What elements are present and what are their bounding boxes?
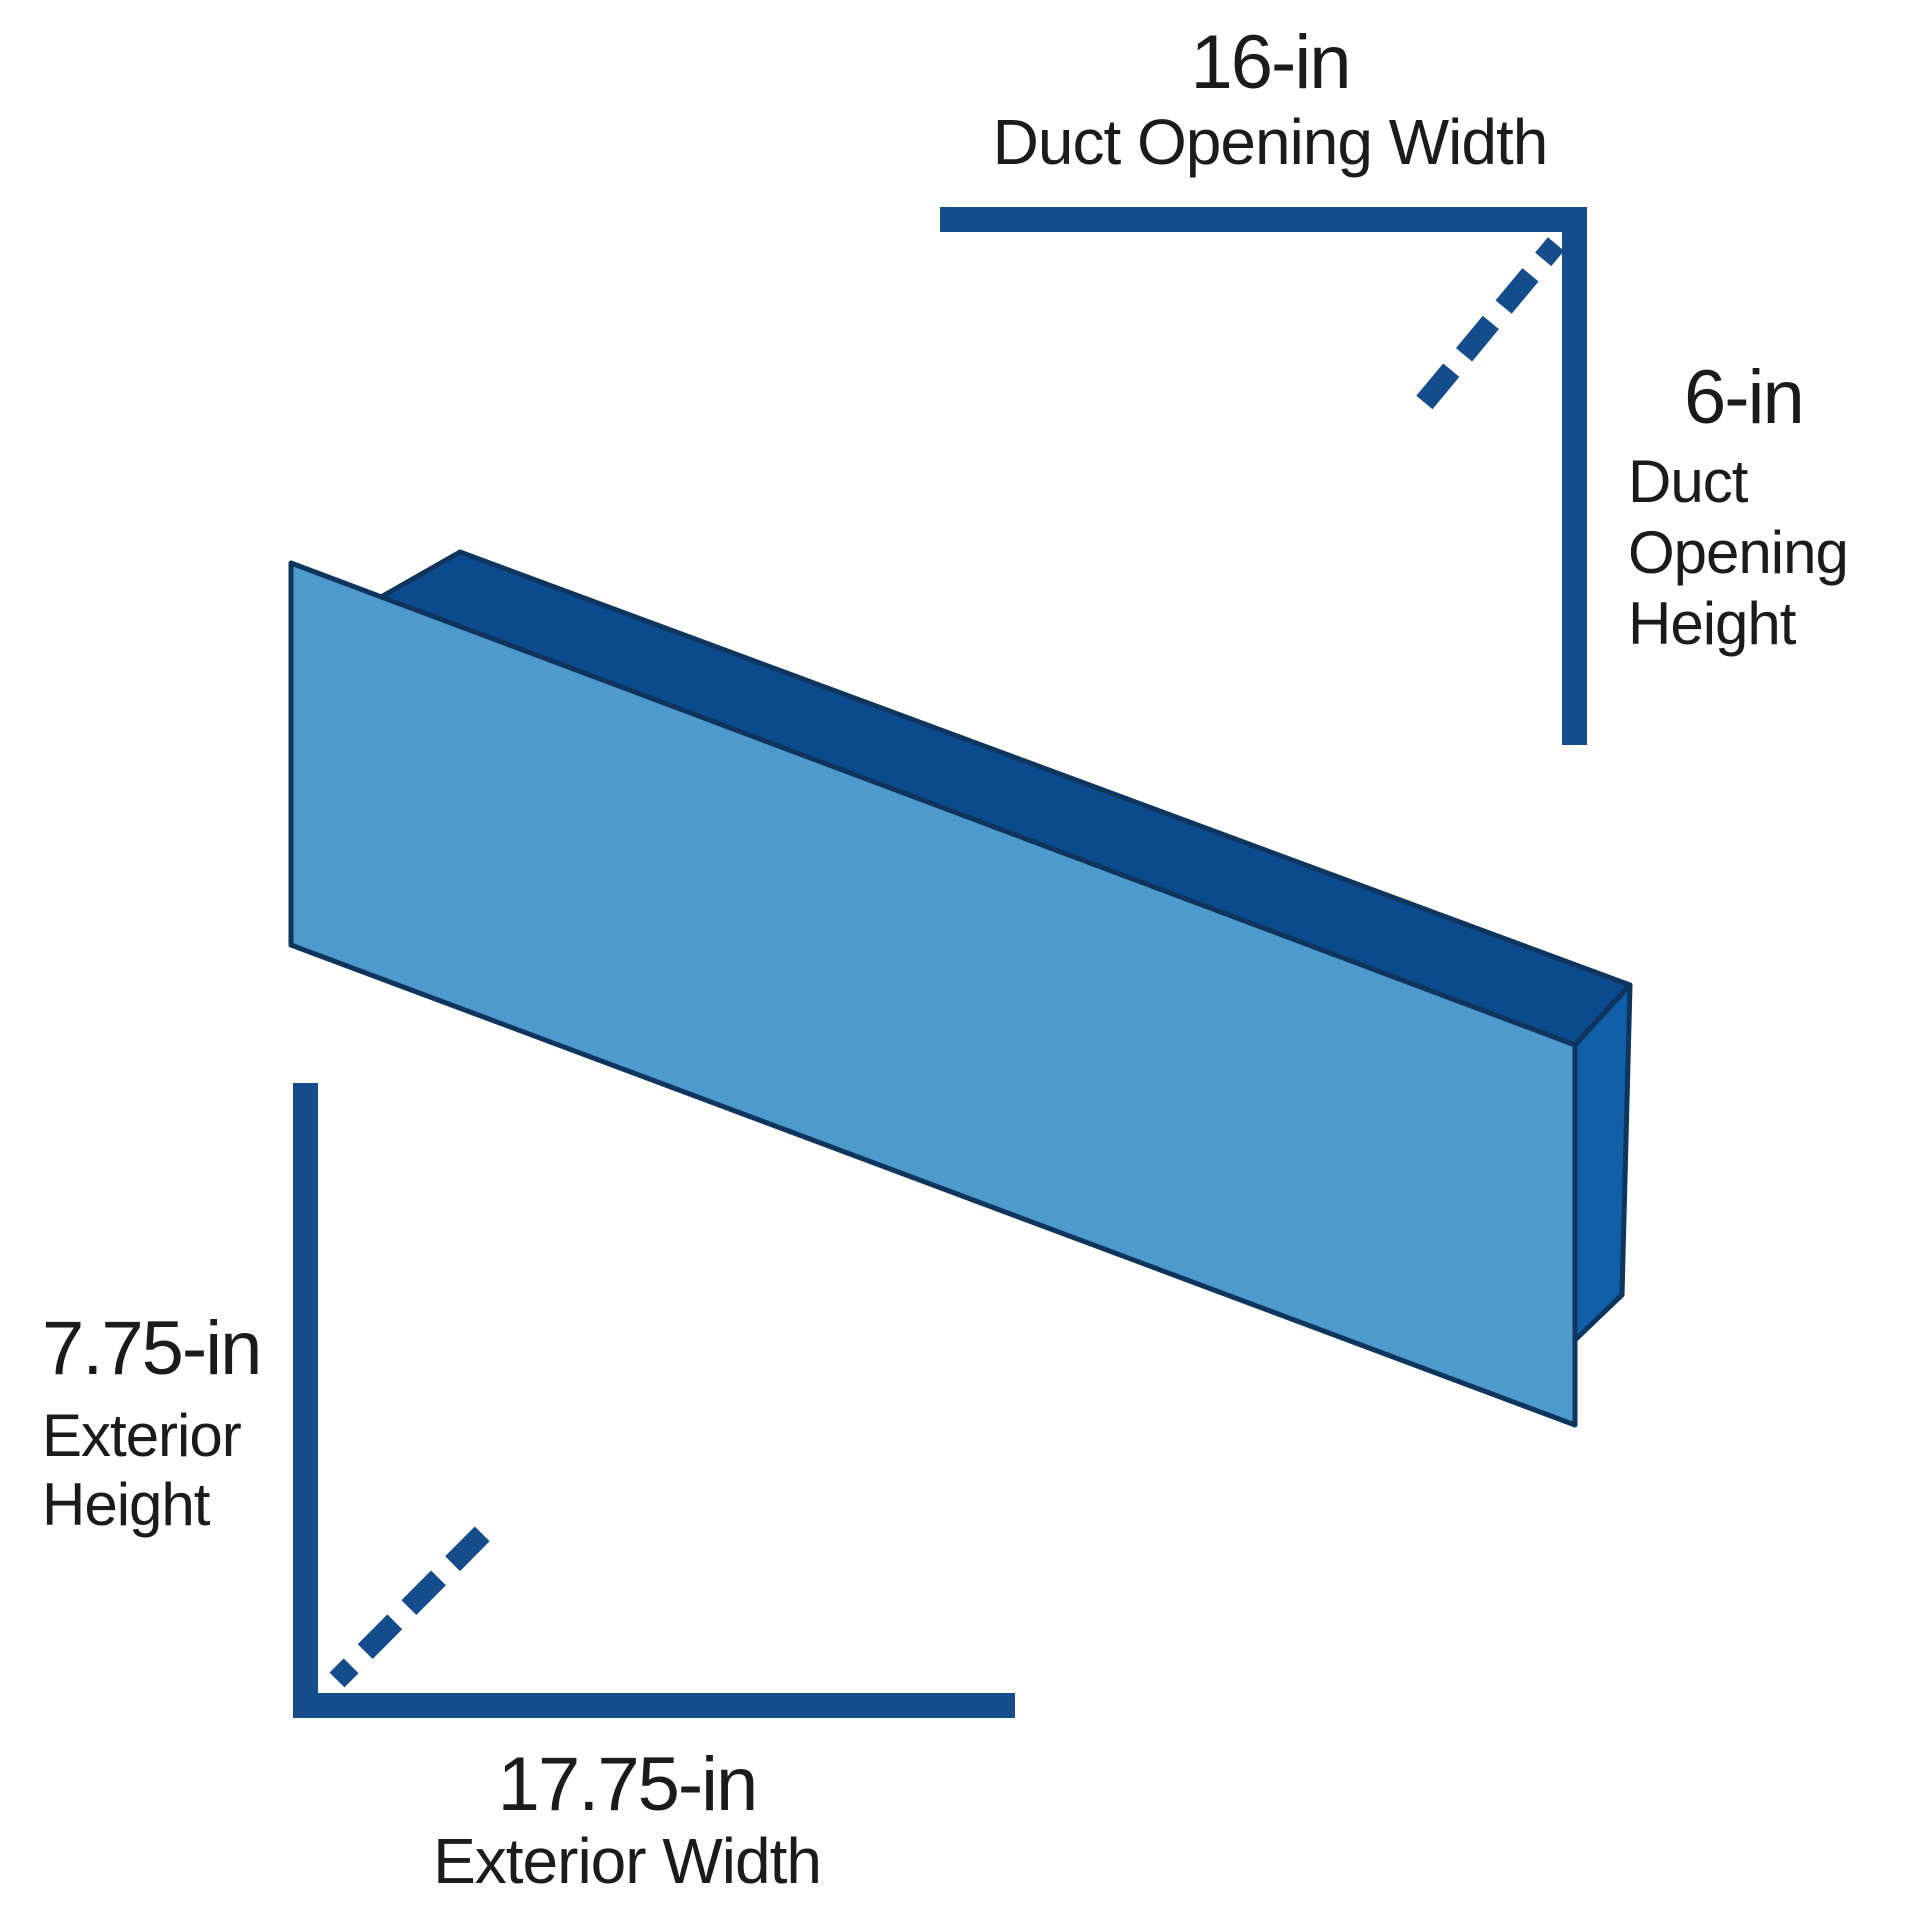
duct-opening-height-dimension: 6-in Duct Opening Height (1628, 354, 1918, 655)
duct-opening-width-dimension: 16-in Duct Opening Width (870, 20, 1670, 178)
duct-opening-height-label: Duct Opening Height (1628, 450, 1918, 655)
duct-opening-height-value: 6-in (1684, 355, 1805, 440)
duct-opening-bracket (940, 207, 1587, 745)
exterior-width-label: Exterior Width (433, 1825, 822, 1897)
exterior-height-value: 7.75-in (42, 1306, 262, 1391)
duct-opening-height-label-line3: Height (1628, 590, 1796, 657)
exterior-height-label-line1: Exterior (42, 1402, 242, 1469)
duct-flange-face (288, 560, 1578, 1428)
duct-end-cap (1572, 982, 1633, 1343)
exterior-width-value: 17.75-in (497, 1742, 759, 1827)
exterior-bracket (293, 1083, 1015, 1718)
exterior-height-label-line2: Height (42, 1471, 210, 1538)
duct-opening-width-label: Duct Opening Width (992, 106, 1549, 178)
duct-opening-height-label-line2: Opening (1628, 519, 1849, 586)
exterior-width-dimension: 17.75-in Exterior Width (227, 1742, 1027, 1898)
duct-opening-leader-dash (1415, 237, 1565, 410)
exterior-height-label: Exterior Height (42, 1404, 342, 1536)
duct-opening-width-value: 16-in (1190, 20, 1352, 105)
exterior-height-dimension: 7.75-in Exterior Height (42, 1306, 342, 1536)
duct-opening-height-label-line1: Duct (1628, 448, 1748, 515)
exterior-leader-dash (329, 1516, 500, 1688)
